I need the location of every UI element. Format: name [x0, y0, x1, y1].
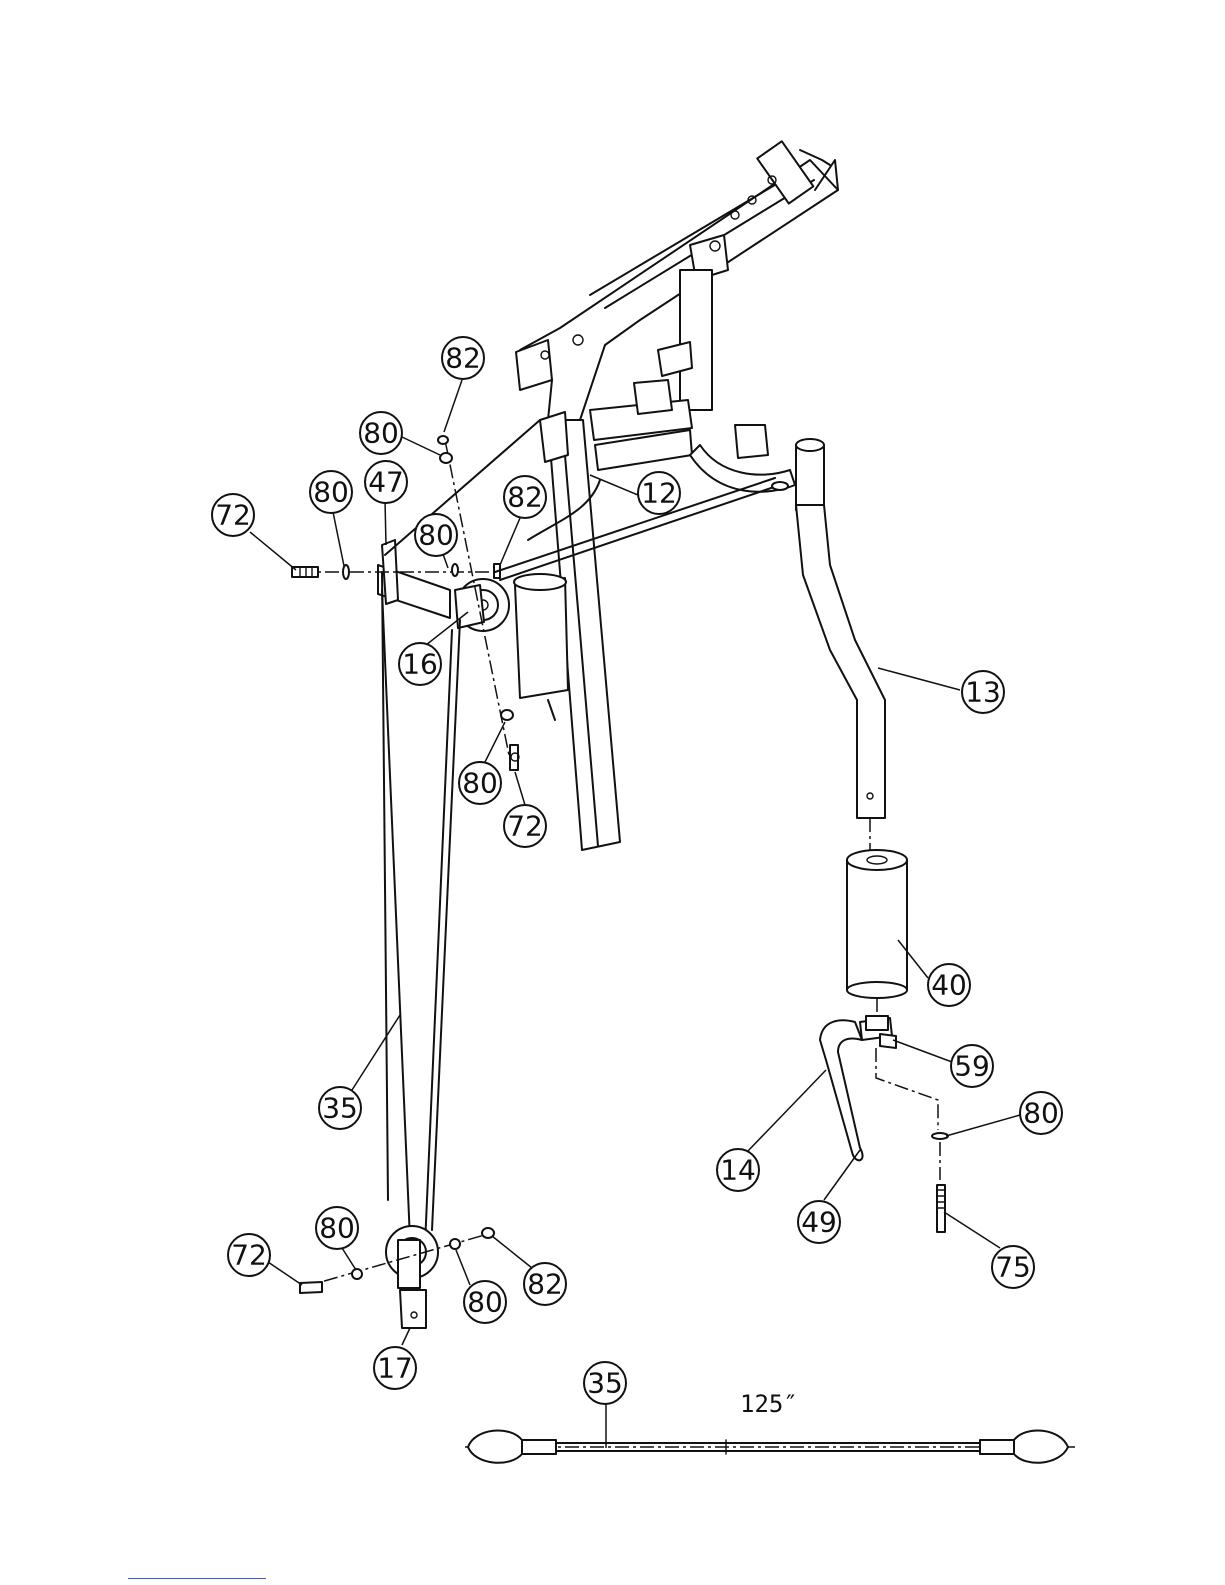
lever-tube-13 [796, 505, 885, 860]
callout-17: 17 [374, 1347, 416, 1389]
svg-text:35: 35 [322, 1092, 358, 1125]
callout-80-bottom-right: 80 [464, 1281, 506, 1323]
svg-text:59: 59 [954, 1050, 990, 1083]
svg-text:80: 80 [319, 1212, 355, 1245]
callout-47: 47 [365, 461, 407, 503]
foot-handle-14 [820, 1016, 948, 1232]
callout-40: 40 [928, 964, 970, 1006]
svg-text:80: 80 [462, 767, 498, 800]
svg-text:82: 82 [507, 481, 543, 514]
callout-80-top: 80 [360, 412, 402, 454]
callout-80-left: 80 [310, 471, 352, 513]
callout-75: 75 [992, 1246, 1034, 1288]
svg-text:47: 47 [368, 466, 404, 499]
svg-text:80: 80 [418, 519, 454, 552]
footer-rule [128, 1578, 266, 1579]
svg-text:72: 72 [231, 1239, 267, 1272]
svg-text:17: 17 [377, 1352, 413, 1385]
svg-text:80: 80 [313, 476, 349, 509]
callout-14: 14 [717, 1149, 759, 1191]
svg-text:12: 12 [641, 477, 677, 510]
callout-82-bottom: 82 [524, 1263, 566, 1305]
svg-text:72: 72 [507, 810, 543, 843]
svg-text:13: 13 [965, 676, 1001, 709]
callout-72-top: 72 [212, 494, 254, 536]
svg-text:80: 80 [467, 1286, 503, 1319]
svg-text:72: 72 [215, 499, 251, 532]
svg-text:35: 35 [587, 1367, 623, 1400]
callout-72-mid: 72 [504, 805, 546, 847]
callout-82-top: 82 [442, 337, 484, 379]
callout-35-cable: 35 [319, 1087, 361, 1129]
svg-text:49: 49 [801, 1206, 837, 1239]
svg-text:80: 80 [363, 417, 399, 450]
foam-roller-40 [847, 850, 907, 1020]
callout-59: 59 [951, 1045, 993, 1087]
callout-13: 13 [962, 671, 1004, 713]
callout-49: 49 [798, 1201, 840, 1243]
callout-80-axle: 80 [415, 514, 457, 556]
svg-text:82: 82 [445, 342, 481, 375]
callout-16: 16 [399, 643, 441, 685]
svg-text:82: 82 [527, 1268, 563, 1301]
svg-text:40: 40 [931, 969, 967, 1002]
svg-text:80: 80 [1023, 1097, 1059, 1130]
callout-35-detail: 35 [584, 1362, 626, 1404]
svg-text:75: 75 [995, 1251, 1031, 1284]
callout-12: 12 [638, 472, 680, 514]
callout-72-bottom: 72 [228, 1234, 270, 1276]
callout-80-mid: 80 [459, 762, 501, 804]
cable-length-label: 125″ [740, 1390, 798, 1418]
callout-80-bottom-left: 80 [316, 1207, 358, 1249]
svg-text:14: 14 [720, 1154, 756, 1187]
callout-82-mid: 82 [504, 476, 546, 518]
svg-text:16: 16 [402, 648, 438, 681]
callout-80-right: 80 [1020, 1092, 1062, 1134]
